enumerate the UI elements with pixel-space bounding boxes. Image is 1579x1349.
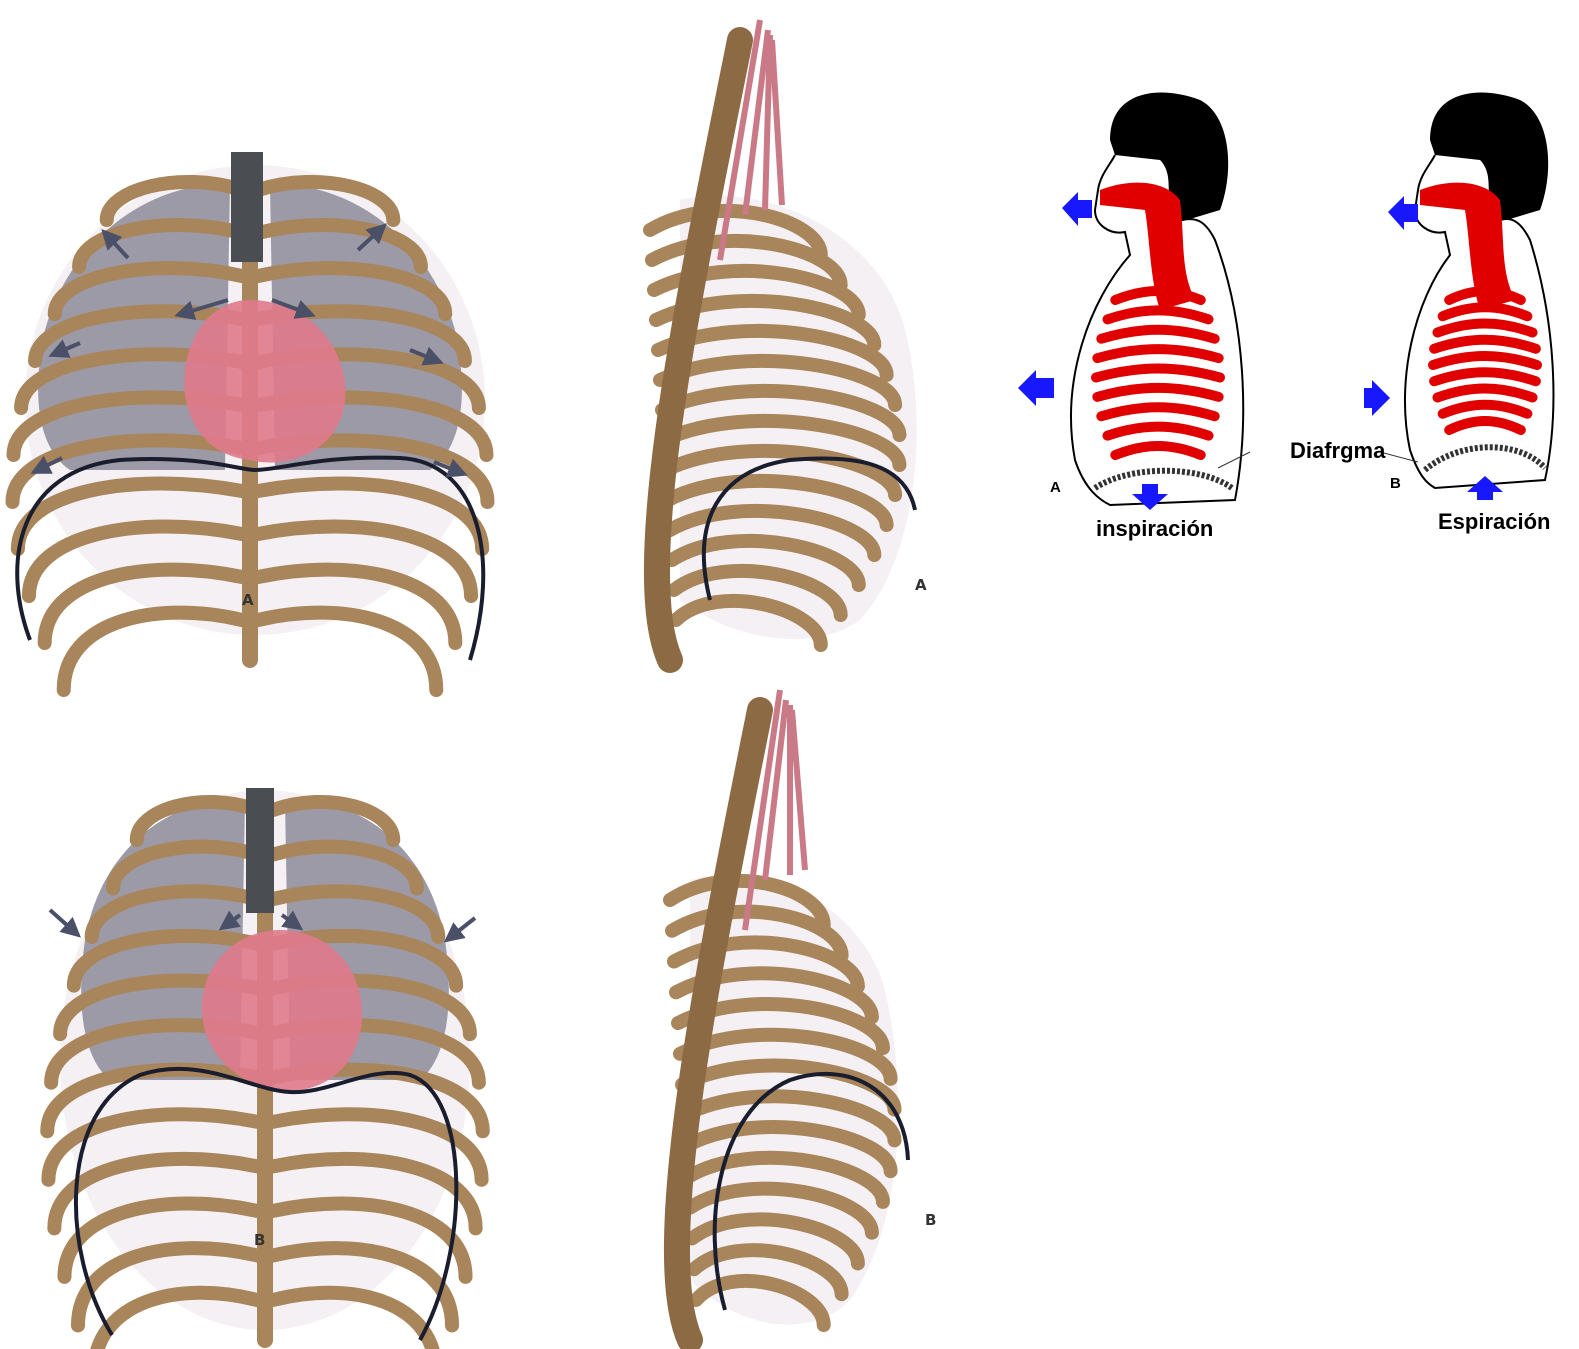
panel-label: B — [254, 1231, 265, 1249]
side-ribcage-expiration: B — [670, 690, 936, 1340]
side-ribcage-inspiration: A — [650, 20, 927, 660]
front-ribcage-expiration: B — [47, 788, 483, 1349]
trachea — [246, 788, 274, 913]
figure-caption: inspiración — [1096, 516, 1213, 541]
figure-caption: Espiración — [1438, 509, 1550, 534]
blue-arrow-icon — [1018, 370, 1054, 406]
trachea — [231, 152, 263, 262]
front-ribcage-inspiration: A — [12, 152, 487, 690]
figure-letter: B — [1390, 475, 1401, 492]
panel-label: A — [242, 591, 254, 609]
blue-arrow-icon — [1062, 192, 1092, 226]
blue-arrow-icon — [1388, 196, 1418, 230]
blue-arrow-icon — [1364, 380, 1390, 416]
figure-expiration: Diafrgma B Espiración — [1218, 93, 1553, 534]
panel-label: B — [925, 1211, 936, 1229]
panel-label: A — [915, 576, 927, 594]
diaphragm-label: Diafrgma — [1290, 438, 1386, 463]
red-lungs — [1433, 291, 1537, 430]
figure-letter: A — [1050, 479, 1061, 496]
figure-inspiration: A inspiración — [1018, 93, 1243, 541]
